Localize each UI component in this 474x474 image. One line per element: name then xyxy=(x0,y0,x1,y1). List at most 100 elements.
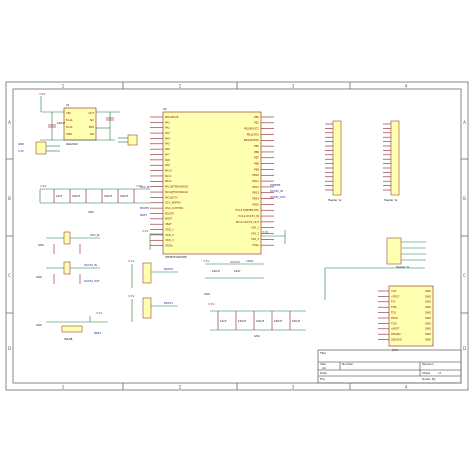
mcu-pin-label: PB4/NJTRST xyxy=(244,138,260,142)
size-value: A4 xyxy=(322,366,326,370)
cap-value: 100nF xyxy=(274,319,283,323)
vdda-filter: 3.3V VDDA 100nF 10uF GND xyxy=(203,259,264,296)
net-label: BOOT0 xyxy=(140,206,149,210)
jtag-pin-label: TDI xyxy=(391,300,396,304)
size-label: Size xyxy=(320,362,326,366)
file-label: File xyxy=(320,377,325,381)
zone-label-side: B xyxy=(8,196,11,201)
header-right-pins xyxy=(383,123,391,191)
jtag-pin-label: nSRST xyxy=(391,327,400,331)
net-label: OSC32_OUT xyxy=(270,195,286,199)
header-left-pins xyxy=(325,123,333,191)
net-label: OSC32_OUT xyxy=(84,279,100,283)
gnd-label: GND xyxy=(88,210,94,214)
zone-label-top: 4 xyxy=(405,84,408,89)
zone-label-top: 2 xyxy=(179,84,182,89)
supply-label: 3.3V xyxy=(136,184,142,188)
mcu-pin-label: PC14-OSC32_IN xyxy=(239,214,260,218)
jtag-pin-label: Vref xyxy=(391,289,396,293)
reset-switch-block: 3.3V SW-PB NRST GND xyxy=(36,311,108,341)
net-label: NRST xyxy=(94,331,101,335)
header-body xyxy=(390,120,400,196)
mcu-right-pins: PB0PB1PB2/BOOT1PB3/JTDOPB4/NJTRSTPB5PB6P… xyxy=(236,115,274,247)
vdd-decoupling: 3.3V 10uF 100nF 100nF 100nF 100nF GND xyxy=(208,302,306,338)
title-block: Title Size A4 Number Revision Date File … xyxy=(317,349,462,384)
crystal xyxy=(63,261,71,275)
mcu-pin-label: PB11 xyxy=(252,179,259,183)
jtag-pin-label: TCK xyxy=(391,311,396,315)
cap-value: 100nF xyxy=(238,319,247,323)
mcu-ic xyxy=(162,111,262,255)
jtag-gnd-label: GND xyxy=(425,338,431,342)
mcu-pin-label: PA2 xyxy=(165,126,170,130)
supply-caps-row: 3.3V 3.3V 10uF 100nF 100nF 100nF GND xyxy=(39,184,150,214)
net-label: BOOT1 xyxy=(164,301,173,305)
mcu-pin-label: VDD_2 xyxy=(165,233,174,237)
mcu-pin-label: PB12 xyxy=(252,185,259,189)
jtag-gnd-label: GND xyxy=(425,294,431,298)
regulator-pin: Enab xyxy=(66,118,73,122)
reset-switch xyxy=(61,325,83,333)
date-label: Date xyxy=(320,371,327,375)
mcu-pin-label: PA4 xyxy=(165,136,170,140)
mcu-pin-label: PB1 xyxy=(254,121,259,125)
mcu-pin-label: BOOT0 xyxy=(165,211,174,215)
mcu-pin-label: PA9 xyxy=(165,163,170,167)
net-label: OSC_IN xyxy=(90,233,100,237)
gnd-label: GND xyxy=(204,292,210,296)
regulator-block: 3.3V VIN Enab Enab GND OUT NC ERR VIN U1… xyxy=(18,92,138,155)
net-label: BOOT0 xyxy=(164,267,173,271)
regulator-pin: NC xyxy=(90,118,94,122)
mcu-pin-label: PB10 xyxy=(252,173,259,177)
zone-label-top: 1 xyxy=(62,84,65,89)
net-label: TAMPER xyxy=(270,183,281,187)
cap-value: 10uF xyxy=(234,269,241,273)
jtag-pin-label: nTRST xyxy=(391,294,400,298)
gnd-label: GND xyxy=(38,243,44,247)
mcu-part: STM32F103C8T6 xyxy=(165,255,187,259)
mcu-pin-label: PA8 xyxy=(165,158,170,162)
supply-label: 3.3V xyxy=(208,302,214,306)
mcu-pin-label: PA15/JTDI xyxy=(165,195,178,199)
mcu-pin-label: PB3/JTDO xyxy=(247,132,259,136)
regulator-pin: VIN xyxy=(66,111,71,115)
jtag-pin-label: TMS xyxy=(391,305,397,309)
regulator-pin: GND xyxy=(66,132,72,136)
supply-label: 3.3V xyxy=(96,311,102,315)
of-label: of xyxy=(438,371,442,375)
sheet-label: Sheet xyxy=(422,371,431,375)
mcu-block: U4 STM32F103C8T6 PA0-WKUPPA1PA2PA3PA4PA5… xyxy=(140,107,286,259)
jtag-gnd-label: GND xyxy=(425,289,431,293)
jtag-pin-label: RTCK xyxy=(391,316,398,320)
boot-jumpers: 3.3V BOOT0 BOOT1 3.3V xyxy=(128,259,178,322)
swd-header: Header 2x xyxy=(386,237,426,269)
zone-label-side: A xyxy=(8,120,11,125)
zone-label-side: A xyxy=(463,120,466,125)
mcu-pin-label: VDD_1 xyxy=(165,227,174,231)
mcu-pin-label: VSS_3 xyxy=(251,237,259,241)
gnd-label: GND xyxy=(254,334,260,338)
mcu-pin-label: VDDA xyxy=(165,244,173,248)
mcu-pin-label: PA0-WKUP xyxy=(165,115,179,119)
mcu-pin-label: PA14/JTCK/SWCLK xyxy=(165,190,188,194)
zone-label-side: C xyxy=(463,273,466,278)
jtag-gnd-label: GND xyxy=(425,321,431,325)
mcu-pin-label: PA13/JTMS/SWDIO xyxy=(165,185,188,189)
gnd-label: GND xyxy=(36,275,42,279)
cap-value: 100nF xyxy=(104,194,113,198)
drawn-by-label: Drawn By xyxy=(422,377,436,381)
cap-value: 10uF xyxy=(56,194,63,198)
zone-label-bottom: 2 xyxy=(179,385,182,390)
cap-value: 100nF xyxy=(120,194,129,198)
jtag-pin-label: DBGRQ xyxy=(391,332,401,336)
regulator-supply-label: 3.3V xyxy=(39,92,45,96)
net-label: NRST xyxy=(140,213,147,217)
mcu-pin-label: PB2/BOOT1 xyxy=(244,127,259,131)
zone-label-bottom: 4 xyxy=(405,385,408,390)
number-label: Number xyxy=(342,362,354,366)
mcu-pin-label: PB15 xyxy=(252,202,259,206)
jtag-pin-label: DBGACK xyxy=(391,338,402,342)
supply-label: 3.3V xyxy=(40,184,46,188)
mcu-pin-label: VBAT xyxy=(165,222,172,226)
